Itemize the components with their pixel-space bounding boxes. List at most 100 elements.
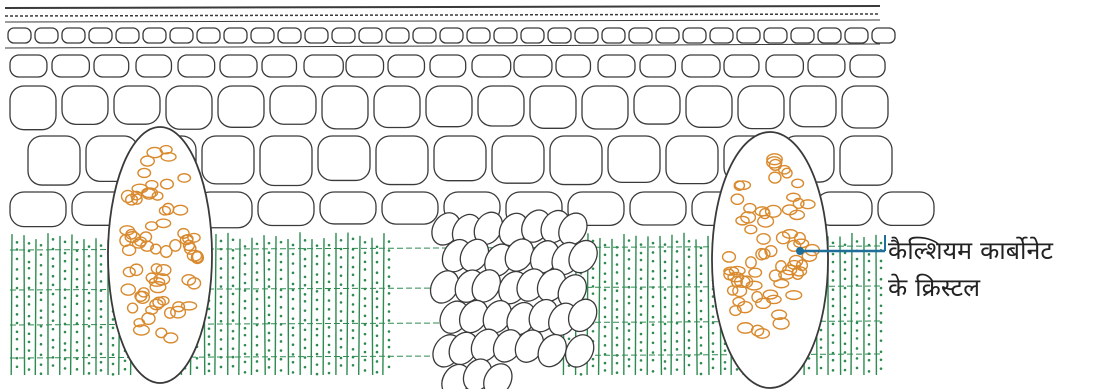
parenchyma-cell	[202, 136, 254, 184]
chloroplast-dot	[232, 266, 235, 269]
chloroplast-dot	[292, 343, 295, 346]
chloroplast-dot	[244, 273, 247, 276]
chloroplast-dot	[352, 337, 355, 340]
chloroplast-dot	[304, 356, 307, 359]
chloroplast-dot	[304, 239, 307, 242]
chloroplast-dot	[712, 342, 715, 345]
chloroplast-dot	[292, 253, 295, 256]
chloroplast-dot	[244, 327, 247, 330]
epidermal-cell	[764, 28, 787, 43]
chloroplast-dot	[28, 332, 31, 335]
chloroplast-dot	[40, 291, 43, 294]
chloroplast-dot	[352, 348, 355, 351]
chloroplast-dot	[628, 239, 631, 242]
chloroplast-dot	[700, 373, 703, 376]
chloroplast-dot	[316, 244, 319, 247]
palisade-column	[24, 235, 25, 375]
chloroplast-dot	[604, 326, 607, 329]
chloroplast-dot	[220, 240, 223, 243]
chloroplast-dot	[364, 251, 367, 254]
epidermal-cell	[575, 28, 598, 43]
chloroplast-dot	[328, 299, 331, 302]
epidermal-cell	[143, 28, 166, 43]
chloroplast-dot	[232, 257, 235, 260]
chloroplast-dot	[676, 295, 679, 298]
palisade-column	[708, 236, 709, 375]
hypodermal-cell	[304, 55, 343, 77]
chloroplast-dot	[100, 244, 103, 247]
chloroplast-dot	[376, 317, 379, 320]
chloroplast-dot	[292, 353, 295, 356]
chloroplast-dot	[376, 371, 379, 374]
label-crystals: के क्रिस्टल	[888, 273, 980, 303]
hypodermal-cell	[556, 55, 590, 77]
chloroplast-dot	[268, 366, 271, 369]
chloroplast-dot	[640, 277, 643, 280]
chloroplast-dot	[616, 316, 619, 319]
chloroplast-dot	[316, 299, 319, 302]
chloroplast-dot	[616, 344, 619, 347]
chloroplast-dot	[256, 369, 259, 372]
chloroplast-dot	[52, 310, 55, 313]
epidermal-cell	[737, 28, 760, 43]
chloroplast-dot	[256, 262, 259, 265]
chloroplast-dot	[628, 329, 631, 332]
chloroplast-dot	[592, 285, 595, 288]
chloroplast-dot	[856, 329, 859, 332]
chloroplast-dot	[196, 366, 199, 369]
layer-line	[5, 44, 880, 48]
chloroplast-dot	[868, 289, 871, 292]
chloroplast-dot	[40, 273, 43, 276]
chloroplast-dot	[28, 349, 31, 352]
chloroplast-dot	[16, 322, 19, 325]
chloroplast-dot	[604, 280, 607, 283]
chloroplast-dot	[832, 279, 835, 282]
chloroplast-dot	[820, 329, 823, 332]
chloroplast-dot	[280, 340, 283, 343]
chloroplast-dot	[316, 273, 319, 276]
chloroplast-dot	[88, 309, 91, 312]
parenchyma-cell	[270, 86, 316, 124]
chloroplast-dot	[688, 255, 691, 258]
chloroplast-dot	[652, 242, 655, 245]
chloroplast-dot	[604, 316, 607, 319]
parenchyma-cell	[478, 86, 524, 126]
chloroplast-dot	[844, 278, 847, 281]
chloroplast-dot	[844, 295, 847, 298]
parenchyma-cell	[28, 136, 80, 185]
chloroplast-dot	[220, 302, 223, 305]
hypodermal-cell	[514, 55, 552, 77]
chloroplast-dot	[280, 349, 283, 352]
epidermal-cell	[8, 28, 31, 43]
chloroplast-dot	[376, 290, 379, 293]
cystolith-right	[712, 132, 828, 388]
chloroplast-dot	[232, 330, 235, 333]
chloroplast-dot	[820, 346, 823, 349]
epidermal-cell	[413, 28, 436, 43]
chloroplast-dot	[220, 285, 223, 288]
epidermal-cell	[656, 28, 679, 43]
chloroplast-dot	[112, 373, 115, 376]
palisade-column	[359, 236, 360, 375]
chloroplast-dot	[616, 371, 619, 374]
chloroplast-dot	[232, 293, 235, 296]
chloroplast-dot	[280, 315, 283, 318]
chloroplast-dot	[256, 298, 259, 301]
chloroplast-dot	[676, 368, 679, 371]
chloroplast-dot	[244, 371, 247, 374]
chloroplast-dot	[304, 319, 307, 322]
chloroplast-dot	[268, 296, 271, 299]
parenchyma-cell	[878, 192, 934, 225]
chloroplast-dot	[388, 310, 391, 313]
chloroplast-dot	[40, 244, 43, 247]
epidermal-cell	[251, 28, 274, 43]
chloroplast-dot	[832, 369, 835, 372]
chloroplast-dot	[352, 256, 355, 259]
chloroplast-dot	[76, 258, 79, 261]
chloroplast-dot	[388, 249, 391, 252]
chloroplast-dot	[664, 323, 667, 326]
chloroplast-dot	[256, 360, 259, 363]
chloroplast-dot	[844, 342, 847, 345]
chloroplast-dot	[220, 267, 223, 270]
chloroplast-dot	[844, 243, 847, 246]
